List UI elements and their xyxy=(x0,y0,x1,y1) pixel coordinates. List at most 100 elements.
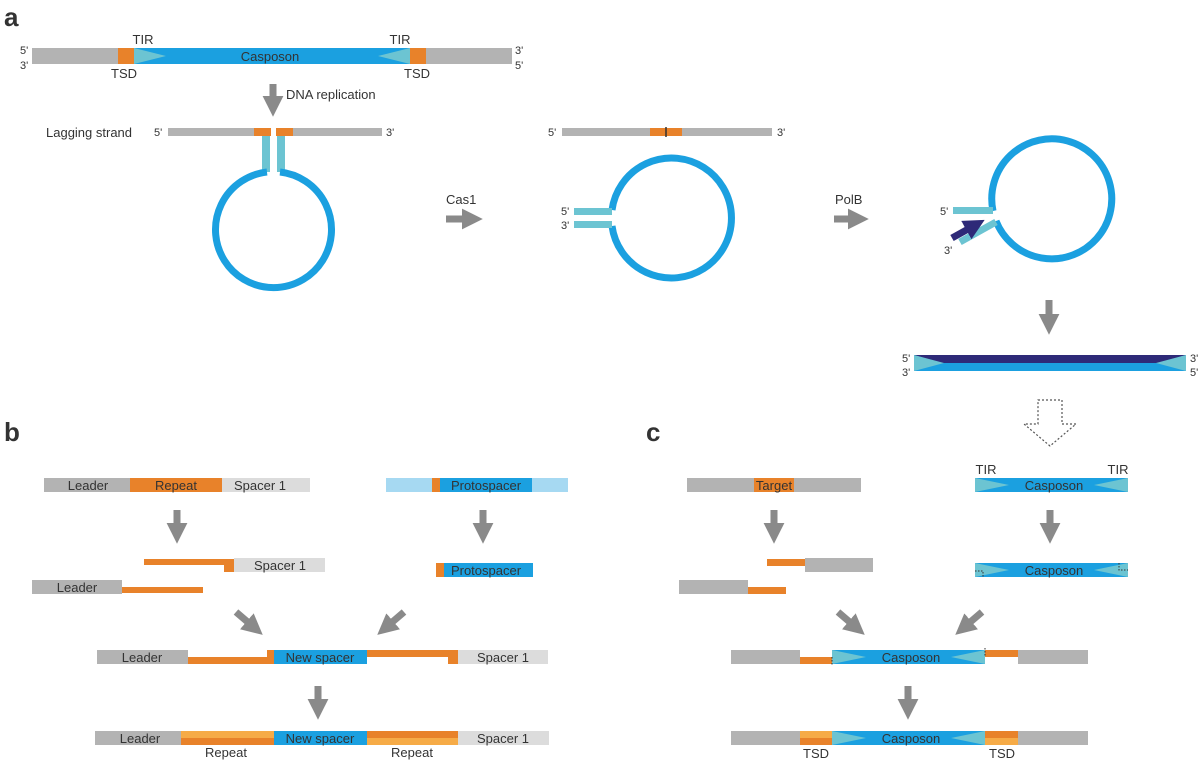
linear-casposon: 5' 3' 3' 5' xyxy=(902,353,1198,379)
processed-protospacer-label: Protospacer xyxy=(451,563,522,578)
casposon-label: Casposon xyxy=(241,49,300,64)
cleaved-repeat: Spacer 1 Leader xyxy=(32,558,325,595)
c-int-casposon-label: Casposon xyxy=(882,650,941,665)
c-int-gray-left xyxy=(731,650,800,664)
final-c-tir-right xyxy=(951,731,985,745)
casposon-element-body xyxy=(975,478,1128,492)
polb-5p: 5' xyxy=(940,206,948,218)
final-tsd-left-bottom xyxy=(800,738,832,745)
leader-block xyxy=(44,478,130,492)
repeat-label: Repeat xyxy=(155,478,197,493)
int-orange-tab-left xyxy=(267,650,274,657)
tir-left xyxy=(134,48,166,64)
repeat-block xyxy=(130,478,222,492)
cas1-top-5p: 5' xyxy=(548,127,556,139)
cleaved-top-orange xyxy=(144,559,234,565)
int-leader xyxy=(97,650,188,664)
cleaved-target-bottom-gray xyxy=(679,580,748,594)
final-c-gray-right xyxy=(1018,731,1088,745)
tir-stem-right xyxy=(277,136,285,172)
polb-tir-upper xyxy=(953,207,993,214)
cas1-3p: 3' xyxy=(561,220,569,232)
int-new-spacer-label: New spacer xyxy=(286,650,355,665)
cas1-tir-upper xyxy=(574,208,612,215)
protospacer-flank-right xyxy=(532,478,568,492)
int-leader-label: Leader xyxy=(122,650,163,665)
lagging-gray-left xyxy=(168,128,254,136)
b-arrow-diag-left xyxy=(233,609,263,635)
final-tsd-label-left: TSD xyxy=(803,746,829,761)
int-spacer1-label: Spacer 1 xyxy=(477,650,529,665)
c-int-orange-left xyxy=(800,657,832,664)
cas1-top-3p: 3' xyxy=(777,127,785,139)
integrated-casposon: Casposon TSD TSD xyxy=(731,731,1088,761)
expanded-crispr-array: Leader New spacer Spacer 1 Repeat Repeat xyxy=(95,731,549,760)
casposon-insertion-dna: Casposon TIR TIR TSD TSD 5' 3' 3' 5' xyxy=(20,32,523,81)
cleaved-spacer1-label: Spacer 1 xyxy=(254,558,306,573)
int-orange-tab-right xyxy=(448,650,458,664)
c-int-gray-right xyxy=(1018,650,1088,664)
linear-tir-right xyxy=(1156,355,1186,371)
tir-stem-left xyxy=(262,136,270,172)
final-repeat-right-top xyxy=(367,731,458,738)
cas1-tir-lower xyxy=(574,221,612,228)
c-int-casposon xyxy=(832,650,985,664)
protospacer-flank-left xyxy=(386,478,434,492)
target-label: Target xyxy=(756,478,793,493)
final-tsd-left-top xyxy=(800,731,832,738)
processed-casposon-body xyxy=(975,563,1128,577)
cas1-top-gray-right xyxy=(682,128,772,136)
pam-block xyxy=(432,478,440,492)
final-tsd-right-bottom xyxy=(985,738,1018,745)
cas1-circle xyxy=(608,154,735,282)
processed-casposon: Casposon xyxy=(975,563,1128,578)
cleaved-target xyxy=(679,558,873,594)
c-int-tir-left xyxy=(832,650,866,664)
final-repeat-right-bottom xyxy=(367,738,458,745)
end-5p-left: 5' xyxy=(20,45,28,57)
final-leader-label: Leader xyxy=(120,731,161,746)
final-c-casposon xyxy=(832,731,985,745)
protospacer-label: Protospacer xyxy=(451,478,522,493)
processed-casposon-label: Casposon xyxy=(1025,563,1084,578)
int-new-spacer xyxy=(274,650,367,664)
polb-3p: 3' xyxy=(944,245,952,257)
final-spacer1-label: Spacer 1 xyxy=(477,731,529,746)
target-site xyxy=(754,478,794,492)
spacer-integration: Leader New spacer Spacer 1 xyxy=(97,650,548,665)
casposon-element-label: Casposon xyxy=(1025,478,1084,493)
target-flank-left xyxy=(687,478,754,492)
cleaved-leader-label: Leader xyxy=(57,580,98,595)
linear-3p-left: 3' xyxy=(902,367,910,379)
int-orange-bottom xyxy=(188,657,274,664)
casposon-element-tir-left xyxy=(975,478,1009,492)
panel-label-b: b xyxy=(4,417,20,447)
cleaved-target-bottom-orange xyxy=(748,587,786,594)
lagging-strand-label: Lagging strand xyxy=(46,125,132,140)
crispr-array: Leader Repeat Spacer 1 xyxy=(44,478,310,493)
lagging-gray-right xyxy=(293,128,382,136)
processed-protospacer: Protospacer xyxy=(436,563,533,578)
tir-right xyxy=(378,48,410,64)
polb-intermediate: 5' 3' xyxy=(940,135,1116,263)
c-int-tir-right xyxy=(951,650,985,664)
cas1-5p: 5' xyxy=(561,206,569,218)
lagging-5p: 5' xyxy=(154,127,162,139)
tsd-label-right: TSD xyxy=(404,66,430,81)
processed-protospacer-block xyxy=(444,563,533,577)
final-tsd-right-top xyxy=(985,731,1018,738)
casposon-element-tir-label-left: TIR xyxy=(976,462,997,477)
end-3p-left: 3' xyxy=(20,60,28,72)
processed-casposon-nick-right xyxy=(1118,563,1128,571)
dna-replication-label: DNA replication xyxy=(286,87,376,102)
end-3p-right: 3' xyxy=(515,45,523,57)
linear-new-strand xyxy=(914,355,1186,363)
tsd-label-left: TSD xyxy=(111,66,137,81)
b-arrow-diag-right xyxy=(377,609,407,635)
final-c-gray-left xyxy=(731,731,800,745)
final-repeat-left-top xyxy=(181,731,274,738)
spacer1-label: Spacer 1 xyxy=(234,478,286,493)
processed-casposon-nick-left xyxy=(975,570,984,578)
casposon-element: Casposon TIR TIR xyxy=(975,462,1128,493)
c-arrow-diag-left xyxy=(835,609,865,635)
